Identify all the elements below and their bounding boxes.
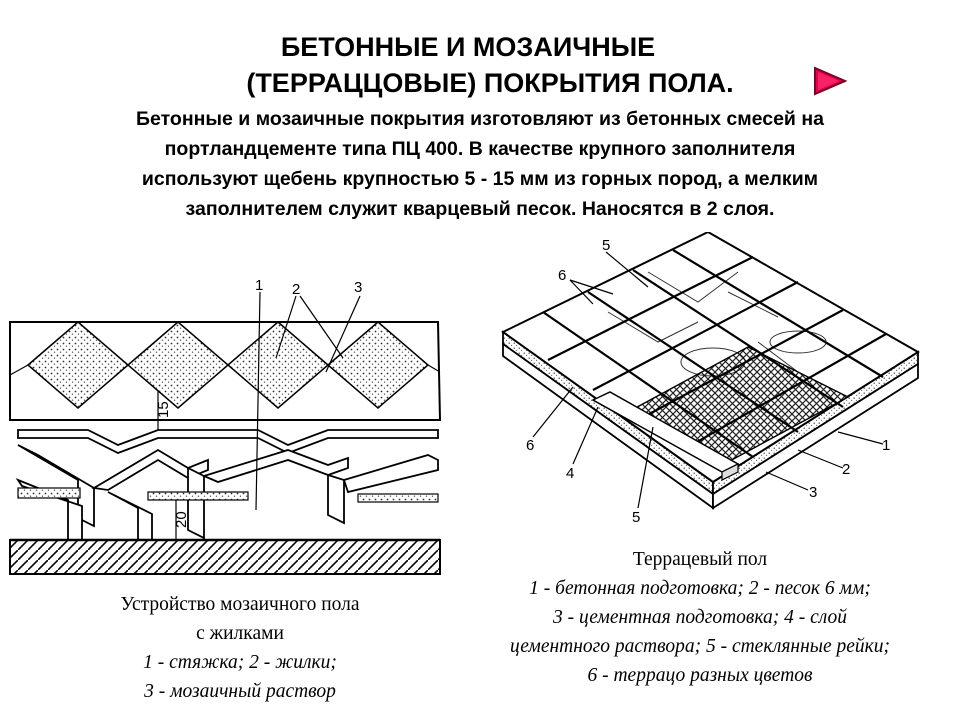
- caption-title: Устройство мозаичного пола: [120, 594, 360, 615]
- callout-1: 1: [882, 437, 890, 454]
- caption-legend: 1 - бетонная подготовка; 2 - песок 6 мм;: [529, 578, 871, 599]
- callout-6-left: 6: [526, 437, 534, 454]
- caption-title: с жилками: [196, 623, 284, 644]
- caption-legend: 3 - цементная подготовка; 4 - слой: [552, 607, 848, 628]
- page-title-line-1: БЕТОННЫЕ И МОЗАИЧНЫЕ: [280, 32, 656, 62]
- terrazzo-surface: [501, 232, 920, 484]
- dimension-20: 20: [173, 511, 190, 528]
- dimension-15: 15: [155, 401, 172, 418]
- mosaic-floor-diagram: 1 2 3 15 20: [9, 277, 442, 575]
- intro-line: портландцементе типа ПЦ 400. В качестве …: [164, 138, 796, 160]
- caption-legend: 3 - мозаичный раствор: [144, 681, 336, 702]
- play-triangle-icon[interactable]: [813, 66, 847, 96]
- strip-lattice: [15, 429, 439, 554]
- caption-legend: 6 - террацо разных цветов: [587, 665, 813, 686]
- intro-paragraph: Бетонные и мозаичные покрытия изготовляю…: [40, 104, 920, 224]
- callout-4: 4: [566, 465, 574, 482]
- callout-3: 3: [809, 484, 817, 501]
- mosaic-diamonds: [26, 321, 430, 409]
- glass-strip-grid: [542, 249, 887, 458]
- page-title-line-2: (ТЕРРАЦЦОВЫЕ) ПОКРЫТИЯ ПОЛА.: [246, 68, 734, 98]
- caption-legend: 1 - стяжка; 2 - жилки;: [143, 652, 337, 673]
- callout-2: 2: [842, 461, 850, 478]
- callout-3: 3: [354, 279, 362, 296]
- mosaic-floor-caption: Устройство мозаичного пола с жилками 1 -…: [40, 590, 440, 706]
- intro-line: используют щебень крупностью 5 - 15 мм и…: [141, 168, 819, 190]
- terrazzo-floor-diagram: 5 6 1 2 3 6 4 5: [501, 232, 920, 526]
- intro-line: заполнителем служит кварцевый песок. Нан…: [185, 198, 775, 220]
- callout-5-bottom: 5: [632, 509, 640, 526]
- callout-1: 1: [255, 277, 263, 294]
- callout-5-top: 5: [602, 237, 610, 254]
- callout-2: 2: [292, 281, 300, 298]
- caption-legend: цементного раствора; 5 - стеклянные рейк…: [509, 636, 891, 657]
- terrazzo-floor-caption: Террацевый пол 1 - бетонная подготовка; …: [455, 545, 945, 690]
- callout-6-top: 6: [558, 267, 566, 284]
- caption-title: Террацевый пол: [632, 549, 768, 570]
- intro-line: Бетонные и мозаичные покрытия изготовляю…: [136, 108, 824, 130]
